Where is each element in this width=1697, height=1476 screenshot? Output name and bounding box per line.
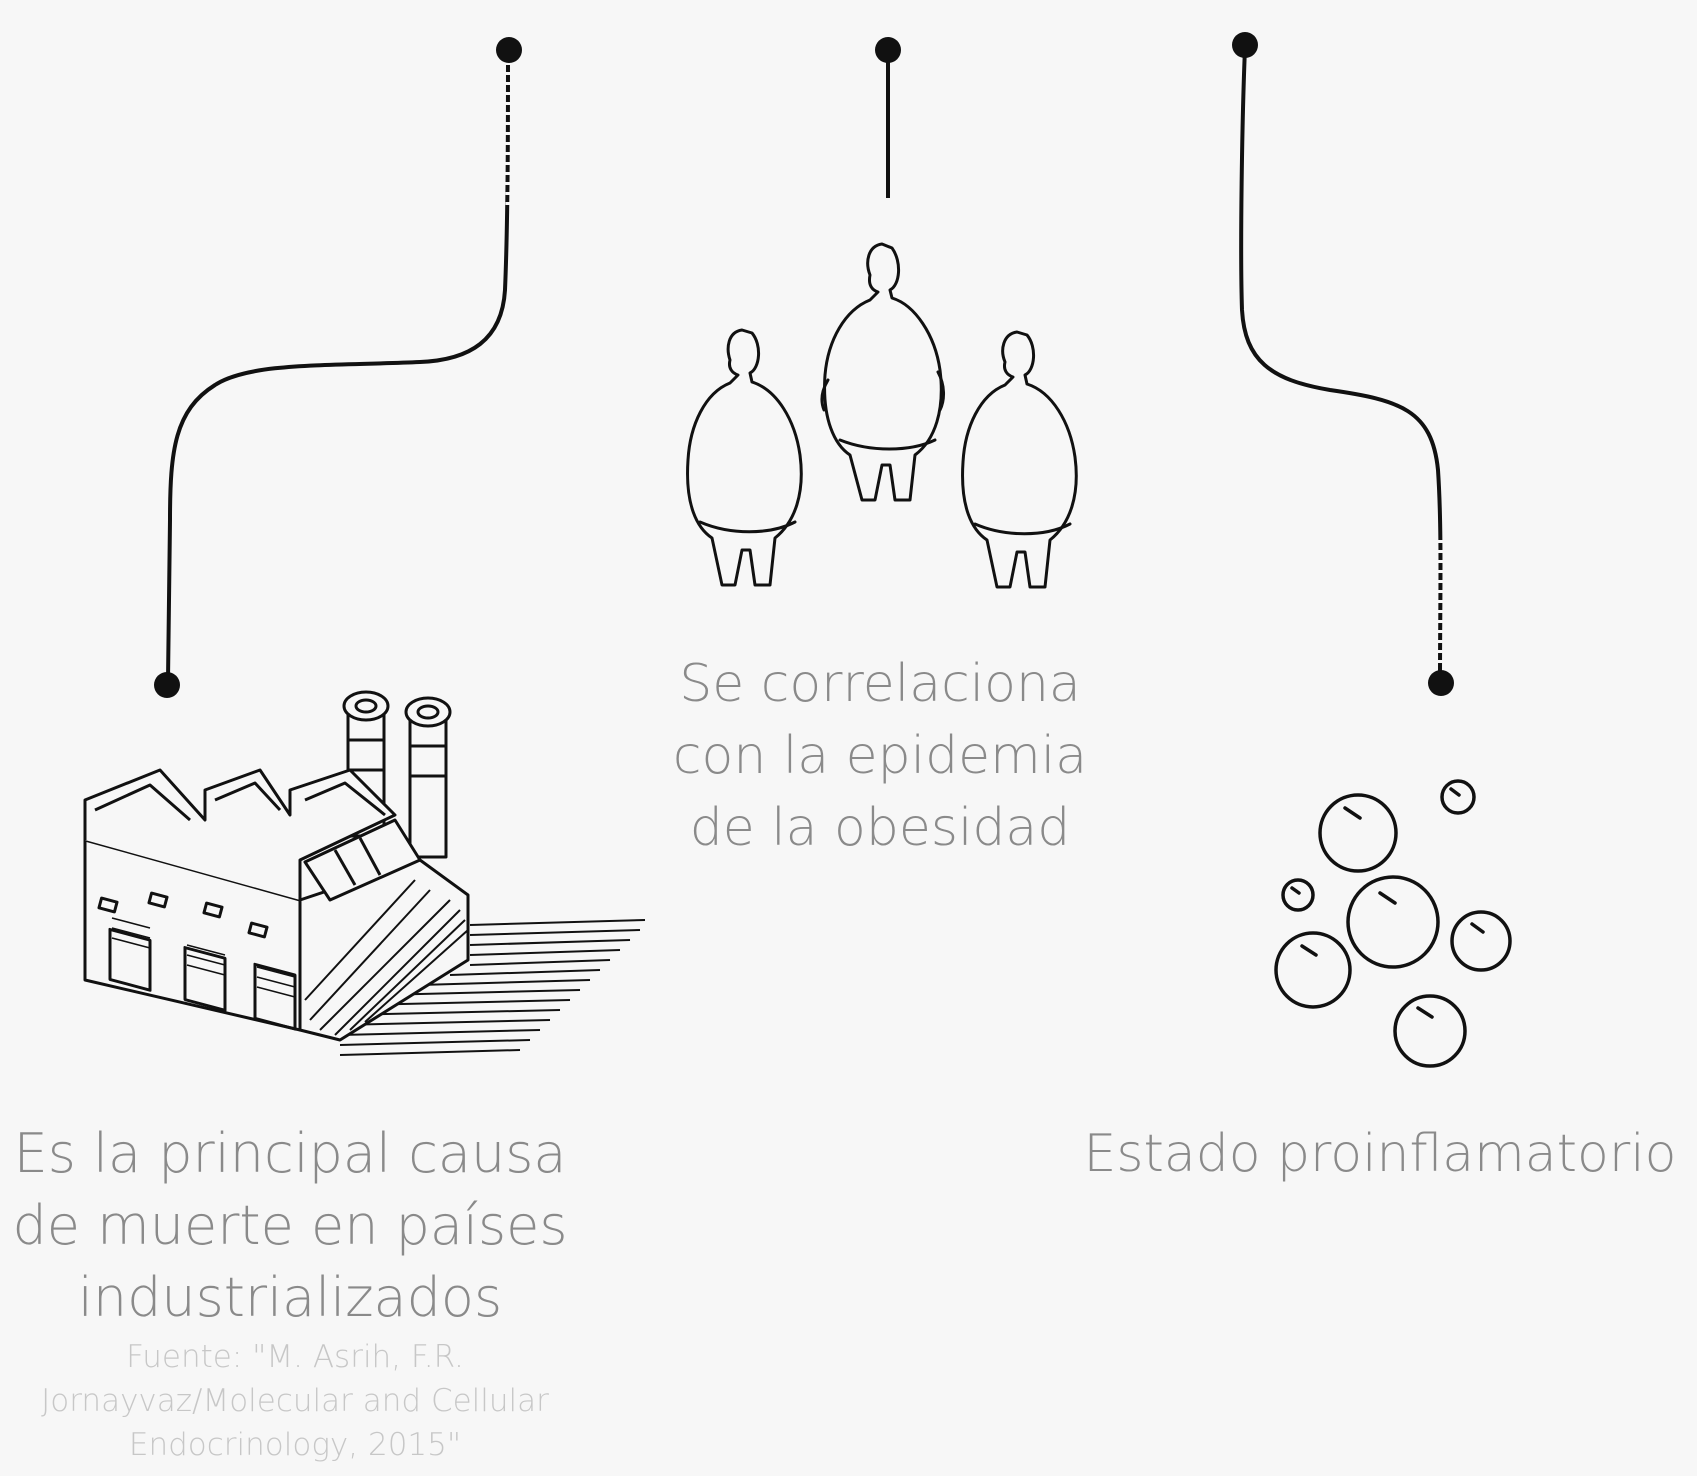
bubble <box>1318 793 1398 873</box>
caption-left-line: de muerte en países <box>12 1194 568 1257</box>
person-left <box>686 328 803 587</box>
bubble <box>1274 931 1352 1009</box>
caption-right: Estado proinflamatorio <box>1080 1118 1680 1190</box>
caption-left-line: Es la principal causa <box>13 1122 567 1185</box>
bubble <box>1393 994 1467 1068</box>
source-line: Fuente: "M. Asrih, F.R. <box>126 1339 464 1375</box>
connector-center-dot <box>875 37 901 63</box>
connector-right <box>1232 32 1454 696</box>
bubble <box>1440 779 1476 815</box>
factory-icon <box>83 690 646 1056</box>
caption-center-line: con la epidemia <box>672 726 1088 786</box>
connector-left-top-dot <box>496 37 522 63</box>
caption-left: Es la principal causa de muerte en paíse… <box>0 1118 580 1334</box>
source-citation: Fuente: "M. Asrih, F.R. Jornayvaz/Molecu… <box>0 1335 590 1467</box>
caption-left-line: industrializados <box>77 1266 503 1329</box>
connector-right-bottom-dot <box>1428 670 1454 696</box>
caption-center-line: Se correlaciona <box>679 654 1081 714</box>
connector-right-top-dot <box>1232 32 1258 58</box>
person-right <box>961 330 1078 589</box>
bubble <box>1281 878 1315 912</box>
source-line: Endocrinology, 2015" <box>128 1427 462 1463</box>
connector-center <box>875 37 901 198</box>
caption-center: Se correlaciona con la epidemia de la ob… <box>640 648 1120 864</box>
obese-people-icon <box>686 242 1078 589</box>
source-line: Jornayvaz/Molecular and Cellular <box>41 1383 549 1419</box>
person-center <box>820 242 945 502</box>
bubble <box>1346 875 1440 969</box>
connector-left <box>154 37 522 698</box>
bubbles-icon <box>1274 779 1512 1068</box>
connector-left-bottom-dot <box>154 672 180 698</box>
caption-center-line: de la obesidad <box>689 798 1071 858</box>
caption-right-line: Estado proinflamatorio <box>1083 1124 1677 1184</box>
bubble <box>1450 910 1512 972</box>
